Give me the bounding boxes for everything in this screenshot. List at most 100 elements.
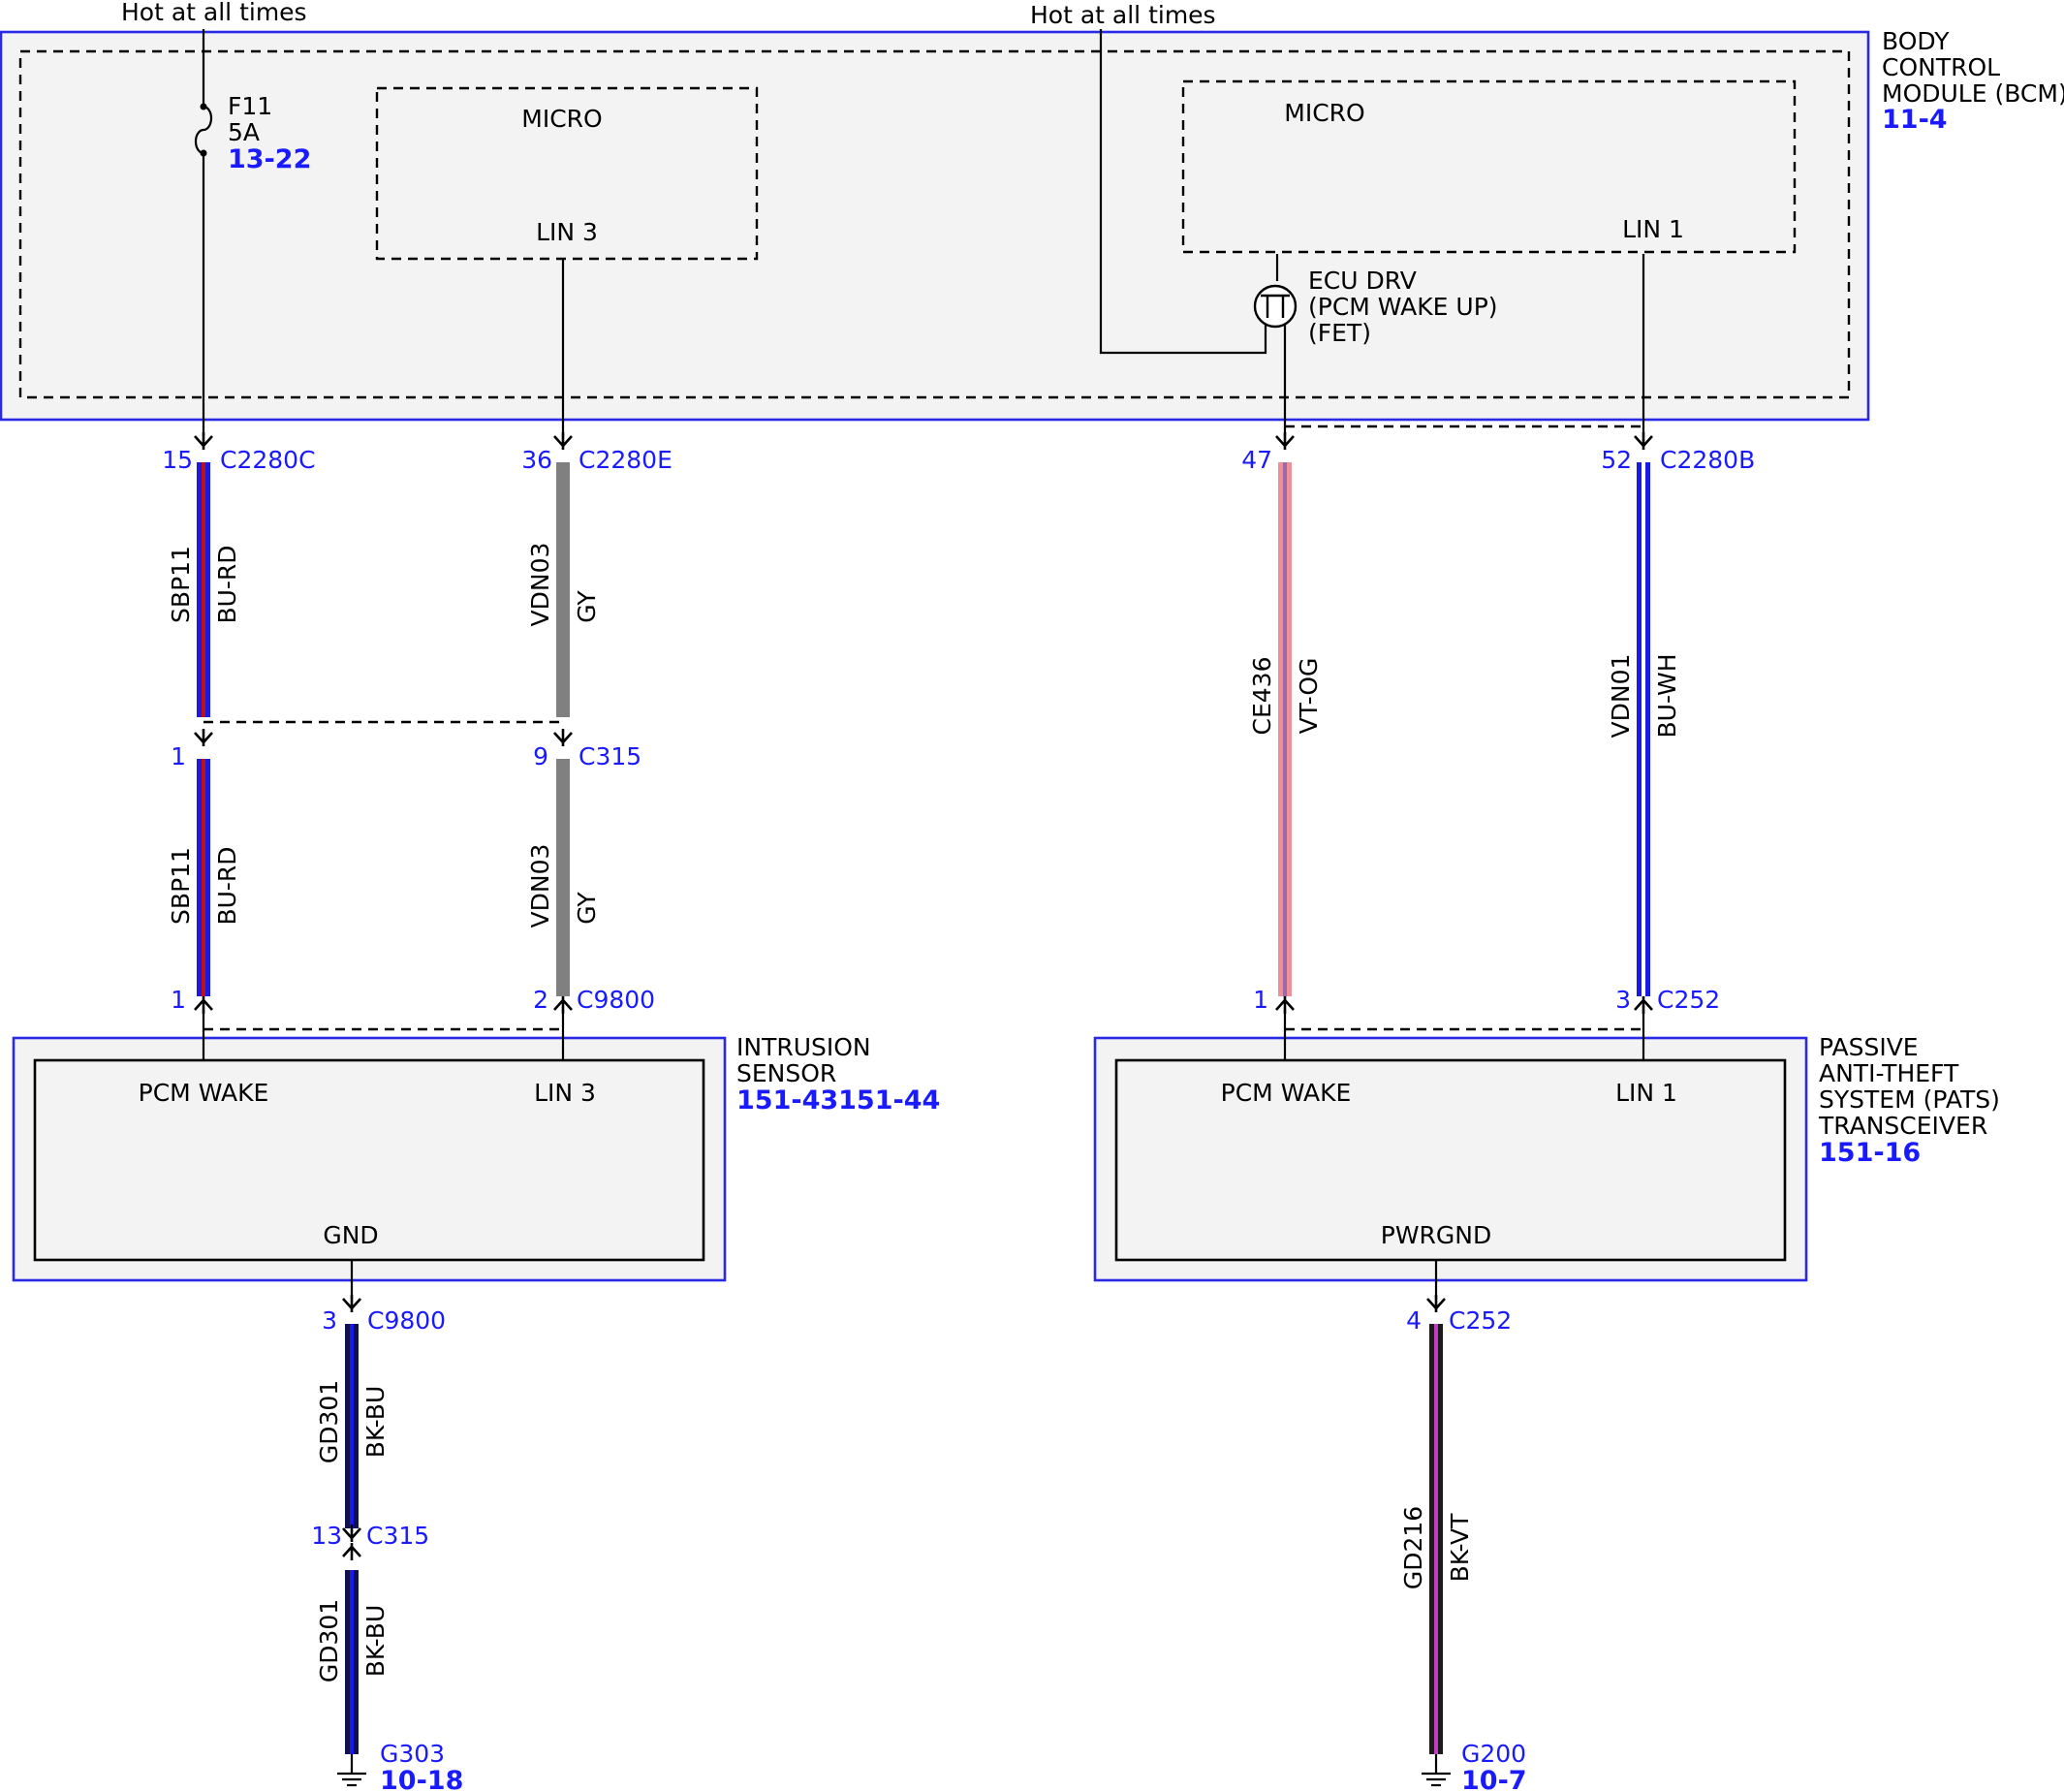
intrusion-pin-gnd: GND bbox=[323, 1221, 378, 1249]
connector-c2280b[interactable]: C2280B bbox=[1660, 446, 1755, 474]
pin-36: 36 bbox=[521, 446, 552, 474]
pin-1-c9800: 1 bbox=[171, 986, 186, 1014]
connector-c315[interactable]: C315 bbox=[579, 742, 641, 770]
pats-name-line1: PASSIVE bbox=[1819, 1033, 1919, 1061]
wire-sbp11-bot[interactable] bbox=[197, 759, 210, 996]
wire-gd301-bot[interactable] bbox=[345, 1570, 359, 1754]
connector-arrow-2 bbox=[1275, 432, 1295, 450]
wire-gd301-bot-color: BK-BU bbox=[361, 1605, 390, 1678]
connector-arrows bbox=[194, 432, 1653, 1560]
wire-gd216[interactable] bbox=[1429, 1324, 1443, 1754]
wire-gd301-top-color: BK-BU bbox=[361, 1386, 390, 1459]
wire-vdn01-circuit: VDN01 bbox=[1607, 654, 1635, 739]
fet-symbol bbox=[1253, 284, 1298, 329]
wire-sbp11-top[interactable] bbox=[197, 462, 210, 717]
pin-47: 47 bbox=[1241, 446, 1272, 474]
intrusion-pin-pcm-wake: PCM WAKE bbox=[139, 1079, 269, 1107]
pin-9: 9 bbox=[533, 742, 548, 770]
pats-ref[interactable]: 151-16 bbox=[1819, 1138, 1921, 1168]
supply-lines bbox=[194, 29, 1645, 436]
wire-sbp11-bot-circuit: SBP11 bbox=[167, 847, 195, 925]
wire-ce436[interactable] bbox=[1278, 462, 1292, 996]
connector-arrow-10 bbox=[342, 1295, 361, 1312]
pin-stubs bbox=[202, 1010, 1645, 1299]
connector-arrow-13 bbox=[342, 1543, 361, 1560]
connector-links bbox=[203, 424, 1643, 1031]
fuse-id: F11 bbox=[228, 92, 272, 120]
wire-gd301-bot-circuit: GD301 bbox=[315, 1599, 343, 1682]
ground-symbol-g200 bbox=[1422, 1754, 1451, 1787]
wire-vdn01-color: BU-WH bbox=[1653, 654, 1681, 739]
connector-arrow-9 bbox=[1634, 996, 1653, 1014]
pats-body bbox=[1114, 1058, 1787, 1262]
bcm-outline bbox=[0, 30, 1870, 422]
connector-c2280c[interactable]: C2280C bbox=[220, 446, 316, 474]
bcm-micro-left-box bbox=[375, 86, 759, 261]
wire-gd301-top[interactable] bbox=[345, 1324, 359, 1528]
ground-g200-ref[interactable]: 10-7 bbox=[1461, 1766, 1527, 1792]
pin-3-c252: 3 bbox=[1615, 986, 1631, 1014]
wire-ce436-circuit: CE436 bbox=[1248, 657, 1276, 736]
pin-1-c315: 1 bbox=[171, 742, 186, 770]
connector-arrow-11 bbox=[1426, 1295, 1446, 1312]
supply-label-left: Hot at all times bbox=[121, 0, 307, 26]
pin-3-c9800: 3 bbox=[322, 1306, 337, 1335]
ground-g303-name: G303 bbox=[380, 1740, 445, 1768]
pin-13: 13 bbox=[311, 1522, 342, 1550]
wire-vdn01[interactable] bbox=[1637, 462, 1650, 996]
micro-left-title: MICRO bbox=[521, 105, 602, 133]
connector-c252[interactable]: C252 bbox=[1657, 986, 1720, 1014]
connector-arrow-0 bbox=[194, 432, 213, 450]
connector-c9800-gnd[interactable]: C9800 bbox=[367, 1306, 446, 1335]
fuse-ref[interactable]: 13-22 bbox=[228, 144, 311, 174]
wire-ce436-color: VT-OG bbox=[1295, 658, 1323, 735]
ground-g303-ref[interactable]: 10-18 bbox=[380, 1766, 463, 1792]
pats-name-line4: TRANSCEIVER bbox=[1818, 1112, 1987, 1140]
connector-arrow-3 bbox=[1634, 432, 1653, 450]
pats-name-line3: SYSTEM (PATS) bbox=[1819, 1085, 2000, 1114]
intrusion-ref[interactable]: 151-43151-44 bbox=[736, 1085, 940, 1116]
connector-c315-gnd[interactable]: C315 bbox=[366, 1522, 429, 1550]
pats-pin-pcm-wake: PCM WAKE bbox=[1221, 1079, 1352, 1107]
connector-arrow-6 bbox=[194, 996, 213, 1014]
wire-vdn03-top-color: GY bbox=[573, 590, 601, 623]
fuse-terminal-bottom bbox=[200, 149, 207, 157]
supply-label-right: Hot at all times bbox=[1030, 1, 1216, 29]
micro-right-pin: LIN 1 bbox=[1622, 215, 1684, 243]
wire-sbp11-bot-color: BU-RD bbox=[213, 846, 241, 925]
micro-left-pin: LIN 3 bbox=[536, 218, 598, 246]
bcm-inner-boundary bbox=[18, 49, 1851, 399]
intrusion-sensor-body bbox=[33, 1058, 705, 1262]
wire-gd216-circuit: GD216 bbox=[1399, 1506, 1427, 1589]
intrusion-pin-lin3: LIN 3 bbox=[534, 1079, 596, 1107]
pin-4: 4 bbox=[1406, 1306, 1422, 1335]
bcm-micro-right-box bbox=[1181, 79, 1797, 254]
wire-vdn03-bot[interactable] bbox=[556, 759, 570, 996]
connector-arrow-8 bbox=[1275, 996, 1295, 1014]
connector-c2280e[interactable]: C2280E bbox=[579, 446, 672, 474]
pin-2: 2 bbox=[533, 986, 548, 1014]
driver-line3: (FET) bbox=[1308, 319, 1371, 347]
bcm-ref[interactable]: 11-4 bbox=[1882, 105, 1948, 135]
pin-1-c252: 1 bbox=[1253, 986, 1268, 1014]
fuse-rating: 5A bbox=[228, 118, 260, 146]
wire-gd301-top-circuit: GD301 bbox=[315, 1380, 343, 1463]
wire-vdn03-top[interactable] bbox=[556, 462, 570, 717]
connector-c9800[interactable]: C9800 bbox=[577, 986, 655, 1014]
connector-arrow-12 bbox=[342, 1525, 361, 1542]
connector-arrow-1 bbox=[553, 432, 573, 450]
wire-vdn03-bot-circuit: VDN03 bbox=[526, 844, 554, 928]
pin-52: 52 bbox=[1601, 446, 1632, 474]
driver-line1: ECU DRV bbox=[1308, 267, 1417, 295]
wire-sbp11-top-circuit: SBP11 bbox=[167, 546, 195, 623]
bcm-name-line1: BODY bbox=[1882, 27, 1950, 55]
bcm-name-line3: MODULE (BCM) bbox=[1882, 79, 2064, 108]
ground-g200-name: G200 bbox=[1461, 1740, 1526, 1768]
wire-sbp11-top-color: BU-RD bbox=[213, 545, 241, 623]
pats-pin-pwrgnd: PWRGND bbox=[1381, 1221, 1492, 1249]
ground-symbol-g303 bbox=[337, 1754, 366, 1787]
pin-15: 15 bbox=[162, 446, 193, 474]
connector-c252-gnd[interactable]: C252 bbox=[1449, 1306, 1512, 1335]
fuse-terminal-top bbox=[200, 103, 207, 110]
